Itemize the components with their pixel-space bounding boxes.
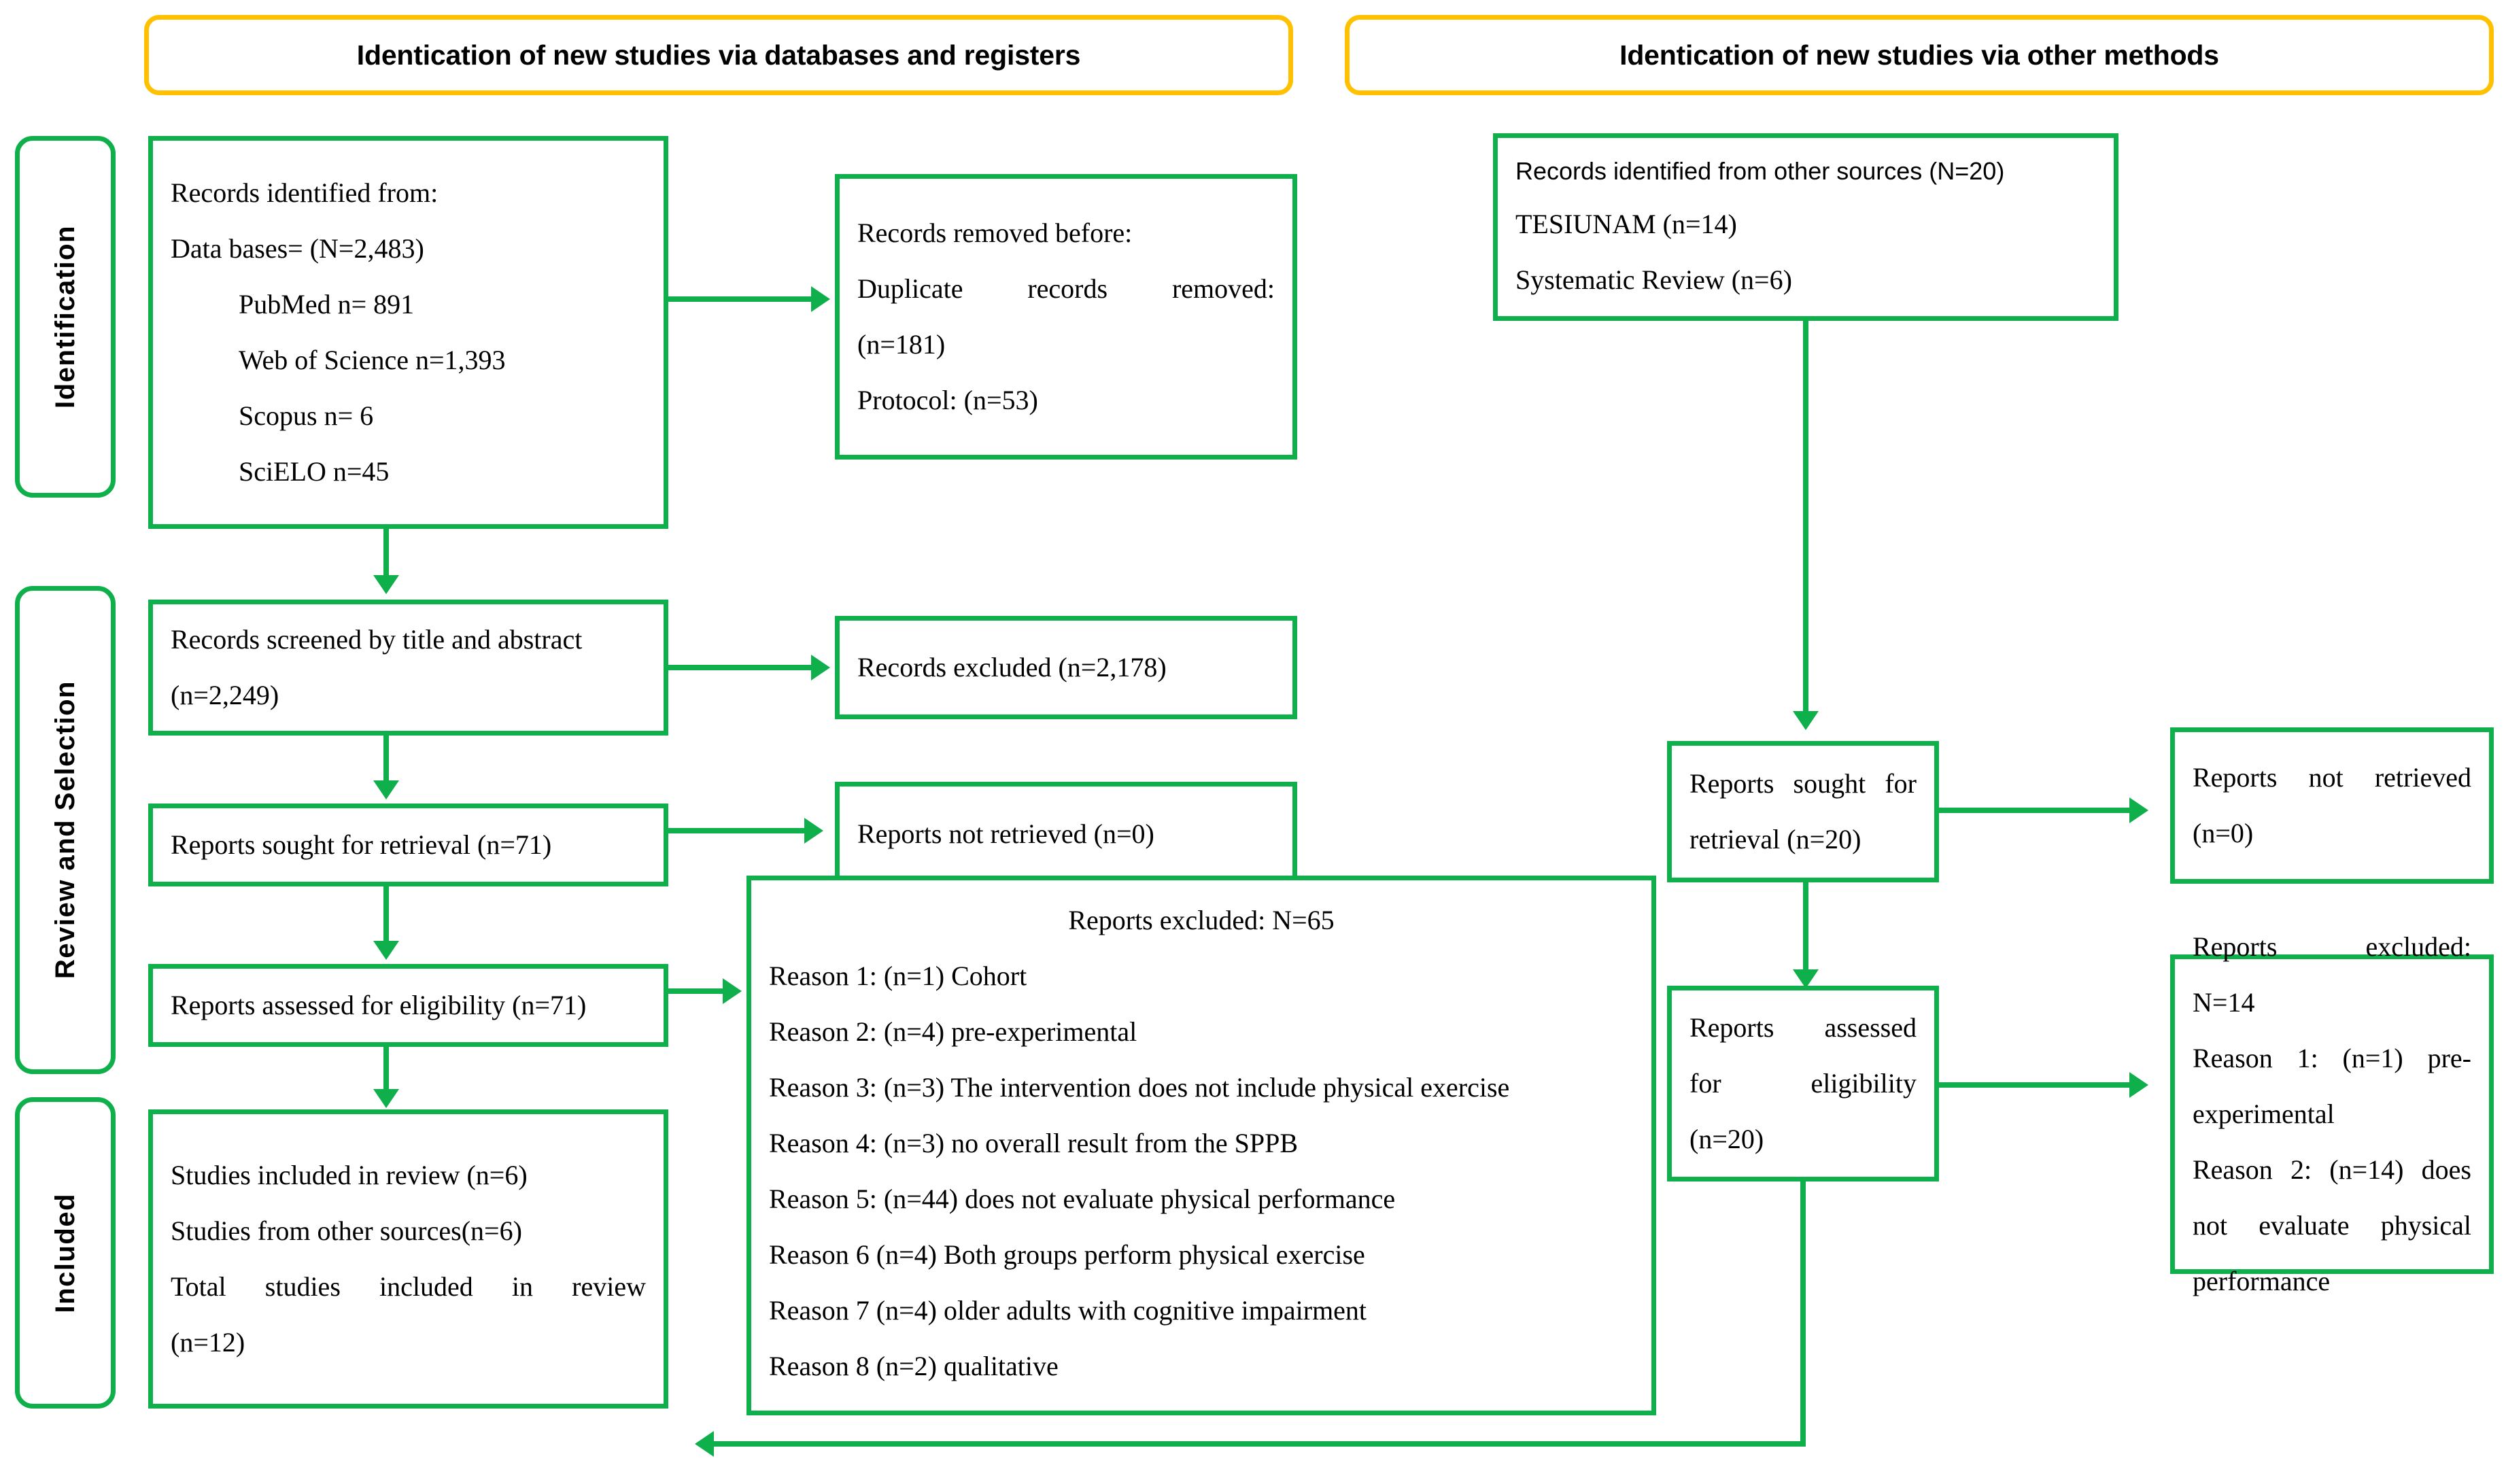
box-studies-included: Studies included in review (n=6) Studies… — [148, 1109, 668, 1409]
studies-included-line4: (n=12) — [171, 1327, 245, 1358]
right-reports-excluded-line1: Reports excluded: — [2193, 931, 2471, 962]
arrowhead-return-to-included — [695, 1431, 714, 1457]
box-records-identified: Records identified from: Data bases= (N=… — [148, 136, 668, 529]
records-removed-protocol: Protocol: (n=53) — [857, 385, 1038, 415]
studies-included-line3: Total studies included in review — [171, 1271, 646, 1302]
records-identified-line2: Data bases= (N=2,483) — [171, 233, 424, 264]
reports-excluded-reason-5: Reason 5: (n=44) does not evaluate physi… — [769, 1184, 1396, 1214]
arrowhead-right-sought-to-assessed — [1793, 969, 1819, 988]
stage-review-and-selection-label: Review and Selection — [50, 680, 80, 980]
reports-not-retrieved-line1: Reports not retrieved (n=0) — [857, 818, 1154, 849]
connector-right-sought-to-not-retrieved — [1939, 808, 2129, 813]
arrowhead-assessed-to-excluded-detail — [723, 978, 742, 1004]
connector-right-assessed-to-excluded — [1939, 1082, 2129, 1088]
records-identified-source-scielo: SciELO n=45 — [239, 456, 390, 487]
right-reports-assessed-line1: Reports assessed — [1689, 1012, 1917, 1043]
reports-excluded-reason-6: Reason 6 (n=4) Both groups perform physi… — [769, 1239, 1365, 1270]
arrowhead-right-sought-to-not-retrieved — [2129, 797, 2148, 823]
right-reports-excluded-line5: Reason 2: (n=14) does — [2193, 1154, 2471, 1185]
header-other-methods: Identication of new studies via other me… — [1345, 15, 2494, 95]
right-reports-excluded-line4: experimental — [2193, 1099, 2335, 1129]
box-records-removed: Records removed before: Duplicate record… — [835, 174, 1297, 460]
connector-other-sources-to-sought — [1803, 321, 1808, 711]
box-reports-assessed: Reports assessed for eligibility (n=71) — [148, 964, 668, 1047]
connector-sought-to-not-retrieved — [668, 828, 804, 833]
records-identified-line1: Records identified from: — [171, 177, 439, 208]
right-reports-assessed-line3: (n=20) — [1689, 1124, 1764, 1154]
reports-assessed-line1: Reports assessed for eligibility (n=71) — [171, 990, 587, 1020]
reports-excluded-reason-1: Reason 1: (n=1) Cohort — [769, 961, 1027, 991]
right-reports-sought-line1: Reports sought for — [1689, 768, 1917, 799]
right-reports-excluded-line3: Reason 1: (n=1) pre- — [2193, 1043, 2471, 1073]
records-identified-source-pubmed: PubMed n= 891 — [239, 289, 415, 320]
right-reports-sought-line2: retrieval (n=20) — [1689, 824, 1861, 855]
box-records-other-sources: Records identified from other sources (N… — [1493, 133, 2118, 321]
records-removed-duplicate: Duplicate records removed: — [857, 273, 1275, 304]
reports-sought-line1: Reports sought for retrieval (n=71) — [171, 829, 552, 860]
arrowhead-assessed-to-included — [373, 1089, 399, 1108]
connector-screened-to-sought — [383, 736, 389, 780]
connector-identified-to-removed — [668, 296, 811, 302]
box-right-reports-not-retrieved: Reports not retrieved (n=0) — [2170, 727, 2494, 884]
studies-included-line2: Studies from other sources(n=6) — [171, 1215, 522, 1246]
reports-excluded-reason-7: Reason 7 (n=4) older adults with cogniti… — [769, 1295, 1367, 1326]
arrowhead-sought-to-assessed — [373, 941, 399, 960]
records-identified-source-web-of-science: Web of Science n=1,393 — [239, 345, 506, 375]
reports-excluded-reason-4: Reason 4: (n=3) no overall result from t… — [769, 1128, 1299, 1158]
records-identified-source-scopus: Scopus n= 6 — [239, 400, 374, 431]
stage-included: Included — [15, 1097, 116, 1409]
right-reports-excluded-line6: not evaluate physical — [2193, 1210, 2471, 1241]
arrowhead-sought-to-not-retrieved — [804, 818, 823, 844]
box-reports-excluded-detail: Reports excluded: N=65 Reason 1: (n=1) C… — [746, 876, 1656, 1415]
reports-excluded-detail-title: Reports excluded: N=65 — [1068, 905, 1335, 935]
reports-excluded-reason-3: Reason 3: (n=3) The intervention does no… — [769, 1072, 1510, 1103]
stage-identification: Identification — [15, 136, 116, 498]
connector-right-sought-to-assessed — [1803, 882, 1808, 969]
records-screened-line2: (n=2,249) — [171, 680, 279, 710]
connector-right-assessed-down — [1800, 1181, 1806, 1447]
records-other-sources-line1: Records identified from other sources (N… — [1515, 157, 2005, 186]
records-removed-line1: Records removed before: — [857, 218, 1133, 248]
arrowhead-identified-to-screened — [373, 575, 399, 594]
connector-assessed-to-excluded-detail — [668, 988, 723, 994]
header-other-methods-label: Identication of new studies via other me… — [1619, 39, 2219, 71]
records-excluded-line1: Records excluded (n=2,178) — [857, 652, 1167, 683]
right-reports-assessed-line2: for eligibility — [1689, 1068, 1917, 1099]
records-other-sources-tesiunam: TESIUNAM (n=14) — [1515, 208, 1737, 239]
reports-excluded-reason-8: Reason 8 (n=2) qualitative — [769, 1351, 1059, 1381]
stage-identification-label: Identification — [50, 225, 80, 409]
connector-return-to-included — [714, 1441, 1806, 1447]
arrowhead-screened-to-excluded — [811, 655, 830, 680]
records-removed-duplicate-count: (n=181) — [857, 329, 946, 360]
box-right-reports-excluded: Reports excluded: N=14 Reason 1: (n=1) p… — [2170, 931, 2494, 1296]
arrowhead-screened-to-sought — [373, 780, 399, 799]
arrowhead-right-assessed-to-excluded — [2129, 1072, 2148, 1098]
connector-screened-to-excluded — [668, 665, 811, 670]
right-reports-excluded-line2: N=14 — [2193, 987, 2255, 1018]
right-reports-not-retrieved-line2: (n=0) — [2193, 818, 2254, 848]
box-records-screened: Records screened by title and abstract (… — [148, 600, 668, 736]
connector-identified-to-screened — [383, 529, 389, 575]
box-right-reports-assessed: Reports assessed for eligibility (n=20) — [1667, 986, 1939, 1181]
stage-included-label: Included — [50, 1192, 80, 1313]
right-reports-not-retrieved-line1: Reports not retrieved — [2193, 762, 2471, 793]
right-reports-excluded-line7: performance — [2193, 1266, 2331, 1296]
box-reports-not-retrieved: Reports not retrieved (n=0) — [835, 782, 1297, 886]
arrowhead-identified-to-removed — [811, 286, 830, 312]
header-databases-registers: Identication of new studies via database… — [144, 15, 1293, 95]
studies-included-line1: Studies included in review (n=6) — [171, 1160, 528, 1190]
connector-sought-to-assessed — [383, 886, 389, 941]
header-databases-registers-label: Identication of new studies via database… — [356, 39, 1081, 71]
records-screened-line1: Records screened by title and abstract — [171, 624, 583, 655]
box-records-excluded: Records excluded (n=2,178) — [835, 616, 1297, 719]
records-other-sources-systematic-review: Systematic Review (n=6) — [1515, 264, 1792, 295]
box-reports-sought: Reports sought for retrieval (n=71) — [148, 804, 668, 886]
connector-assessed-to-included — [383, 1047, 389, 1089]
stage-review-and-selection: Review and Selection — [15, 586, 116, 1074]
arrowhead-other-sources-to-sought — [1793, 711, 1819, 730]
reports-excluded-reason-2: Reason 2: (n=4) pre-experimental — [769, 1016, 1137, 1047]
box-right-reports-sought: Reports sought for retrieval (n=20) — [1667, 741, 1939, 882]
